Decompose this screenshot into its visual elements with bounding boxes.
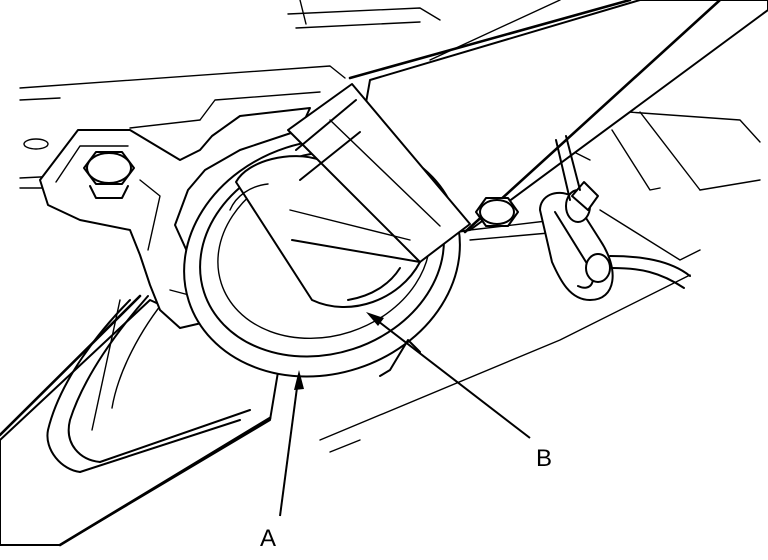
frame-hole (23, 138, 49, 150)
callout-b-leader (366, 312, 531, 439)
callout-label-a: A (260, 525, 276, 552)
bracket-bolt-right (475, 197, 519, 227)
front-shaft-tube (0, 294, 281, 547)
bearing-inner-sleeve (229, 83, 471, 308)
bracket-bolt-left (83, 151, 135, 199)
callout-label-b: B (536, 445, 552, 472)
wire-clamp (539, 135, 691, 301)
callout-a-leader (279, 370, 304, 517)
